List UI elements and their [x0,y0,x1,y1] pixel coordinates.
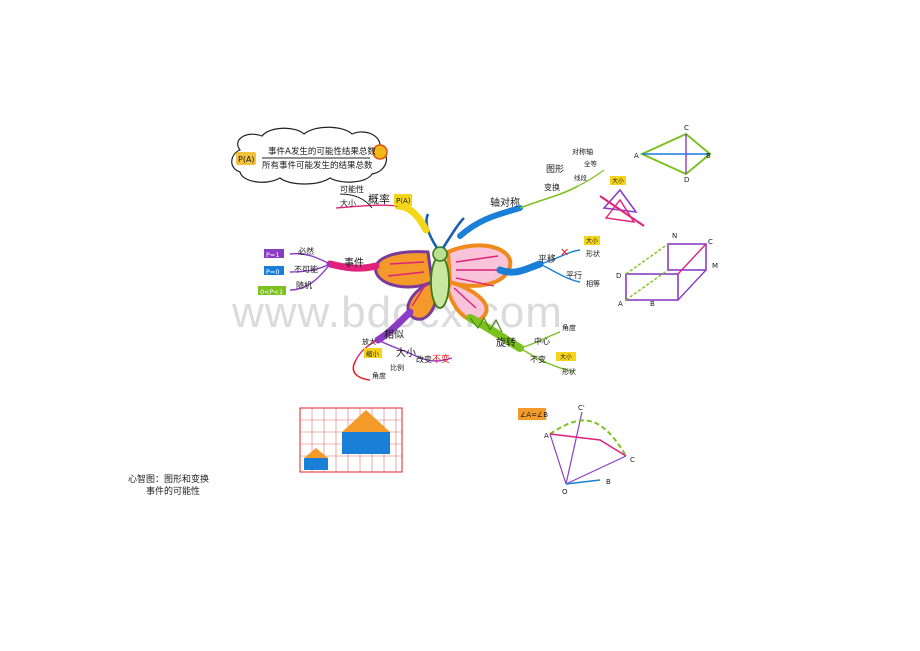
rhombus-figure: A B C D [634,124,712,184]
event-label: 事件 [344,256,364,269]
similarity-unchanged: 不变 [432,353,450,365]
tag-prange-bg [258,286,286,295]
similarity-changed: 改变 [416,354,432,364]
translation-b2: 形状 [586,249,600,258]
note-line-2: 事件的可能性 [146,487,201,497]
axial-b1: 全等 [584,159,598,168]
cloud-line1: 事件A发生的可能性结果总数 [268,146,376,157]
cloud-line2: 所有事件可能发生的结果总数 [262,160,373,171]
rhombus-label-a: A [634,152,639,160]
rotation-center: 中心 [534,336,550,346]
sector-label-a: A [544,432,549,440]
sector-label-c-prime: C' [578,404,585,412]
rotation-size-bg [556,352,576,361]
branch-lines [289,169,605,381]
event-certain: 必然 [298,246,314,256]
sector-label-b: B [606,478,611,486]
translation-parallel: 平行 [566,270,582,280]
axial-b2: 线段 [574,173,588,182]
sector-label-o: O [562,488,568,496]
sector-tag-bg [518,408,546,420]
cloud-badge: P(A) [238,155,255,164]
triangle-figure [599,188,645,227]
note-line-1: 心智图：图形和变换 [128,475,210,485]
sector-tag: ∠A=∠B [520,411,548,419]
tag-p0: P=0 [266,268,280,276]
prism-label-d: D [616,272,621,280]
sun-icon [372,144,388,160]
translation-b1: 大小 [586,237,598,245]
translation-b3: 相等 [586,279,600,288]
sector-rotation-figure: ∠A=∠B A B C C' O [518,404,635,496]
similarity-ratio: 比例 [390,363,404,372]
prism-figure: A B C D M N [616,232,718,308]
similarity-angle: 角度 [372,371,386,380]
probability-size: 大小 [340,198,356,208]
rhombus-label-c: C [684,124,689,132]
axial-axis: 对称轴 [572,147,593,156]
prism-label-a: A [618,300,623,308]
butterfly-icon [374,213,513,323]
similarity-shrink-bg [364,348,382,358]
similarity-label: 相似 [384,328,404,341]
tag-prange: 0<P<1 [260,288,283,296]
probability-badge: P(A) [396,197,411,205]
axial-b3: 大小 [612,177,624,185]
tag-p1-bg [264,249,284,258]
prism-label-c: C [708,238,713,246]
handwritten-note: 心智图：图形和变换 事件的可能性 [128,474,298,498]
rotation-label: 旋转 [496,336,516,349]
similarity-shrink: 缩小 [366,349,380,358]
event-random: 随机 [296,280,312,290]
event-impossible: 不可能 [294,264,318,274]
probability-cloud: P(A) 事件A发生的可能性结果总数 所有事件可能发生的结果总数 [231,126,388,185]
sector-label-c: C [630,456,635,464]
axial-transform: 变换 [544,182,560,192]
axial-label: 轴对称 [490,196,520,209]
prism-label-n: N [672,232,677,240]
probability-badge-bg [394,194,412,206]
rotation-angle: 角度 [562,323,576,332]
grid-house-figure [299,407,403,473]
badge-icon [236,152,256,165]
axial-b3-bg [610,176,626,185]
rhombus-label-b: B [706,152,711,160]
prism-label-m: M [712,262,718,270]
similarity-enlarge: 放大 [362,337,376,346]
translation-b1-bg [584,236,600,245]
probability-label: 概率 [368,192,390,206]
axial-figure: 图形 [546,163,564,175]
rhombus-label-d: D [684,176,689,184]
similarity-size: 大小 [396,346,416,359]
probability-possible: 可能性 [340,184,364,194]
rotation-shape: 形状 [562,367,576,376]
rotation-invariant: 不变 [530,354,546,364]
rotation-size: 大小 [560,353,572,361]
translation-label: 平移 [538,253,556,265]
tag-p1: P=1 [266,251,280,259]
prism-label-b: B [650,300,655,308]
cross-mark-icon: ✕ [560,246,569,259]
tag-p0-bg [264,266,284,275]
